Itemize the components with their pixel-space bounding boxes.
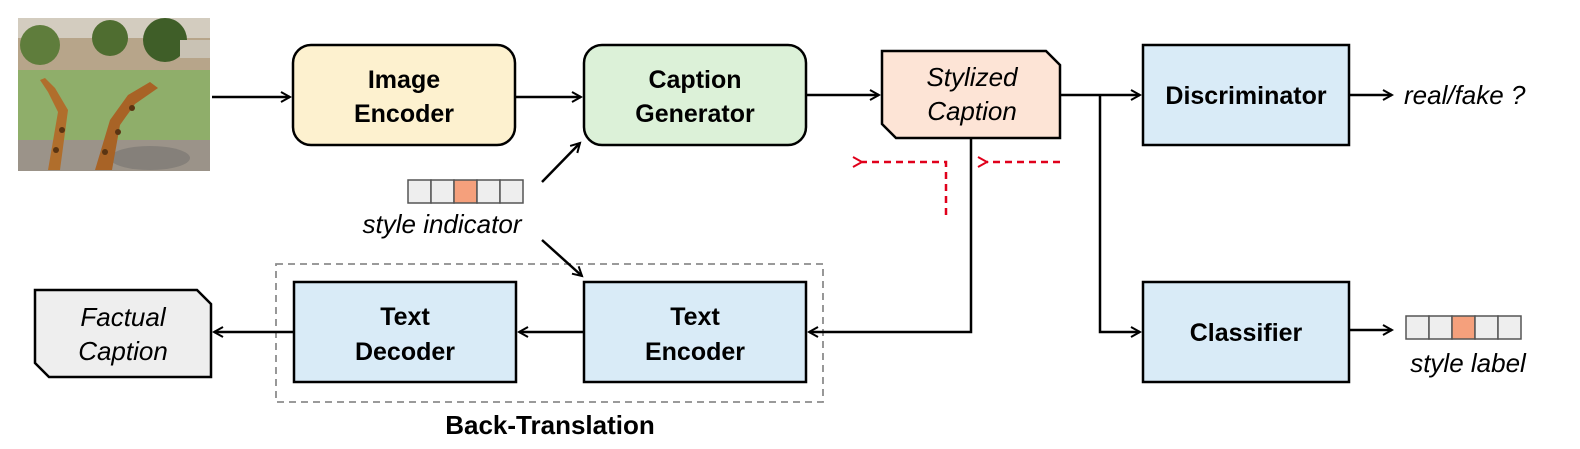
caption-generator-line2: Generator <box>635 100 755 128</box>
style-label-cell <box>1474 315 1499 340</box>
text-decoder-line1: Text <box>380 303 430 331</box>
style-label-cell <box>1497 315 1522 340</box>
giraffes-photo <box>18 18 210 171</box>
gradient-arrow-left <box>862 162 948 215</box>
discriminator-label: Discriminator <box>1165 82 1326 110</box>
text-encoder-line2: Encoder <box>645 338 745 366</box>
style-label-cell <box>1428 315 1453 340</box>
style-indicator-vector <box>407 179 524 204</box>
image-encoder-node: Image Encoder <box>291 43 517 147</box>
factual-caption-line1: Factual <box>80 302 166 332</box>
classifier-label: Classifier <box>1190 319 1303 347</box>
caption-generator-line1: Caption <box>648 66 741 94</box>
image-encoder-line2: Encoder <box>354 100 454 128</box>
text-encoder-line1: Text <box>670 303 720 331</box>
text-encoder-node: Text Encoder <box>582 280 808 384</box>
edge-stylized-to-text-encoder <box>809 138 973 332</box>
text-decoder-node: Text Decoder <box>292 280 518 384</box>
style-indicator-cell <box>430 179 455 204</box>
stylized-caption-line1: Stylized <box>926 62 1019 92</box>
factual-caption-line2: Caption <box>78 336 168 366</box>
stylized-caption-line2: Caption <box>927 96 1017 126</box>
style-indicator-cell <box>407 179 432 204</box>
factual-caption-node: Factual Caption <box>33 288 213 379</box>
caption-generator-node: Caption Generator <box>582 43 808 147</box>
edge-indicator-to-generator <box>541 143 580 183</box>
real-fake-label: real/fake ? <box>1404 80 1526 110</box>
style-label-cell <box>1451 315 1476 340</box>
image-encoder-line1: Image <box>368 66 440 94</box>
style-indicator-cell <box>453 179 478 204</box>
classifier-node: Classifier <box>1141 280 1351 384</box>
style-indicator-label: style indicator <box>363 209 523 239</box>
discriminator-node: Discriminator <box>1141 43 1351 147</box>
edge-indicator-to-text-encoder <box>541 239 582 276</box>
text-decoder-line2: Decoder <box>355 338 455 366</box>
style-label-cell <box>1405 315 1430 340</box>
style-indicator-cell <box>476 179 501 204</box>
style-indicator-cell <box>499 179 524 204</box>
style-label-label: style label <box>1410 348 1527 378</box>
stylized-caption-node: Stylized Caption <box>880 49 1062 140</box>
style-label-vector <box>1405 315 1522 340</box>
back-translation-label: Back-Translation <box>445 410 655 440</box>
edge-branch-to-classifier <box>1098 95 1140 332</box>
